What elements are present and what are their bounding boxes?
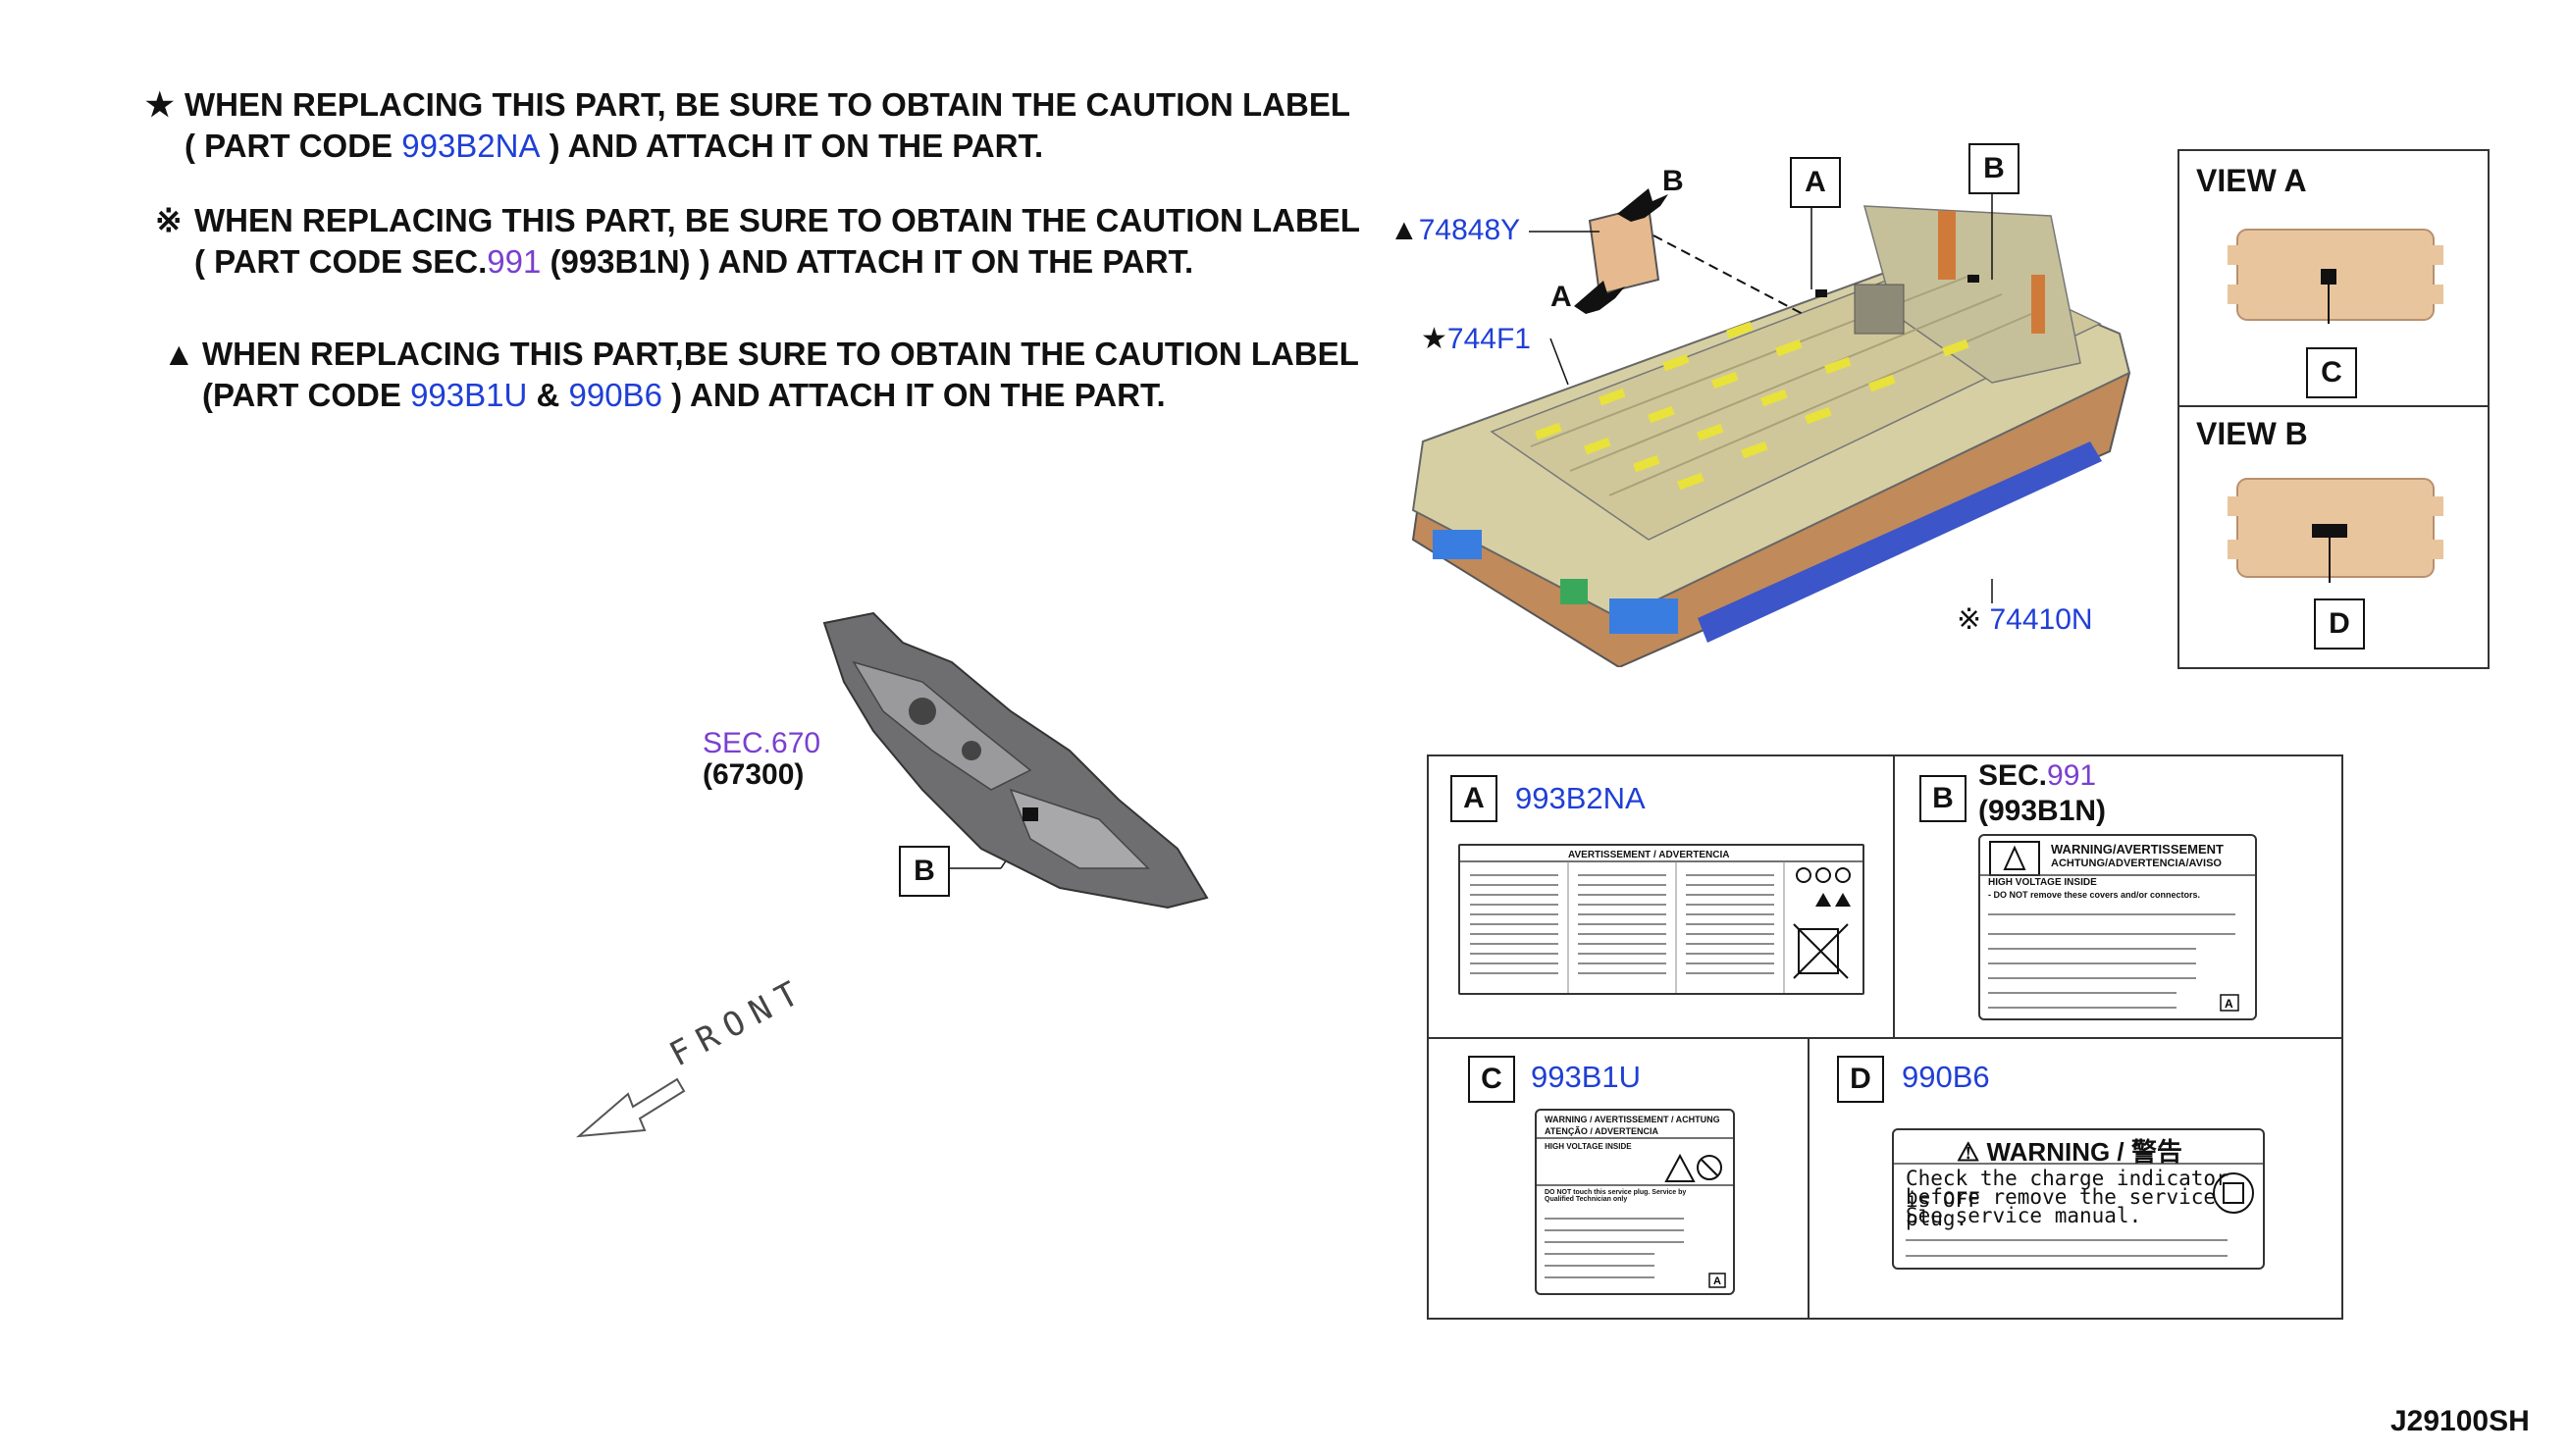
callout-74848y[interactable]: ▲74848Y xyxy=(1390,214,1521,246)
diagram-id: J29100SH xyxy=(2390,1405,2530,1437)
label-d-sheet: ⚠ WARNING / 警告 Check the charge indicato… xyxy=(1892,1128,2265,1270)
body-panel-drawing xyxy=(822,611,1209,910)
label-b-lines: A xyxy=(1980,841,2255,1012)
label-d-line2: before remove the service plug. xyxy=(1906,1185,2217,1230)
label-a-code[interactable]: 993B2NA xyxy=(1515,781,1646,815)
label-d-code[interactable]: 990B6 xyxy=(1902,1060,1990,1094)
label-d-lines xyxy=(1894,1163,2263,1257)
label-a-sheet: AVERTISSEMENT / ADVERTENCIA xyxy=(1458,844,1864,995)
label-c-header2: ATENÇÃO / ADVERTENCIA xyxy=(1545,1126,1659,1136)
box-label-d: D xyxy=(2314,598,2365,650)
label-panel-b-key: B xyxy=(1919,775,1967,822)
label-a-lines xyxy=(1460,860,1862,993)
triangle-icon: ▲ xyxy=(163,336,195,372)
note-reference: ※WHEN REPLACING THIS PART, BE SURE TO OB… xyxy=(155,202,1361,280)
label-b-code: (993B1N) xyxy=(1978,795,2107,827)
svg-text:A: A xyxy=(1713,1275,1721,1287)
star-icon: ★ xyxy=(1421,323,1447,355)
reference-mark-icon: ※ xyxy=(1957,603,1982,636)
box-label-b: B xyxy=(1968,143,2019,194)
label-a-header: AVERTISSEMENT / ADVERTENCIA xyxy=(1568,850,1730,860)
view-a-cover xyxy=(2228,229,2443,324)
label-d-line3: See service manual. xyxy=(1906,1204,2142,1227)
battery-pack-drawing xyxy=(1411,205,2131,667)
label-b-sec[interactable]: SEC.991 xyxy=(1978,759,2097,792)
label-c-line: DO NOT touch this service plug. Service … xyxy=(1545,1189,1687,1203)
label-b-sheet: WARNING/AVERTISSEMENT ACHTUNG/ADVERTENCI… xyxy=(1978,834,2257,1020)
part-code[interactable]: 990B6 xyxy=(568,377,662,413)
part-code[interactable]: 993B1U xyxy=(410,377,528,413)
view-b-cover xyxy=(2228,478,2443,583)
arrow-label-b: B xyxy=(1662,165,1684,197)
warning-triangle-icon: ⚠ xyxy=(1957,1137,1980,1167)
label-panel-c-key: C xyxy=(1468,1056,1515,1103)
note-star: ★WHEN REPLACING THIS PART, BE SURE TO OB… xyxy=(145,86,1351,164)
box-label-a: A xyxy=(1790,157,1841,208)
label-c-header: WARNING / AVERTISSEMENT / ACHTUNG xyxy=(1545,1115,1720,1124)
note-triangle: ▲WHEN REPLACING THIS PART,BE SURE TO OBT… xyxy=(163,336,1359,413)
label-b-sub: HIGH VOLTAGE INSIDE xyxy=(1988,877,2097,888)
star-icon: ★ xyxy=(145,86,175,123)
label-b-header2: ACHTUNG/ADVERTENCIA/AVISO xyxy=(2051,858,2222,869)
label-d-line1: Check the charge indicator is OFF xyxy=(1906,1167,2229,1212)
sec-link[interactable]: 991 xyxy=(487,243,542,280)
callout-sec-670[interactable]: SEC.670 (67300) xyxy=(703,727,821,791)
reference-mark-icon: ※ xyxy=(155,202,183,238)
view-b-title: VIEW B xyxy=(2196,416,2308,451)
part-code[interactable]: 993B2NA xyxy=(401,128,541,164)
view-a-title: VIEW A xyxy=(2196,163,2307,198)
svg-text:A: A xyxy=(2225,997,2233,1011)
label-panel-a-key: A xyxy=(1450,775,1497,822)
callout-74410n[interactable]: ※ 74410N xyxy=(1957,603,2093,636)
callout-744f1[interactable]: ★744F1 xyxy=(1421,323,1531,355)
label-b-header: WARNING/AVERTISSEMENT xyxy=(2051,842,2224,857)
label-b-line: - DO NOT remove these covers and/or conn… xyxy=(1988,890,2201,900)
label-c-sub: HIGH VOLTAGE INSIDE xyxy=(1545,1142,1632,1151)
box-label-c: C xyxy=(2306,347,2357,398)
triangle-icon: ▲ xyxy=(1390,214,1419,246)
label-c-code[interactable]: 993B1U xyxy=(1531,1060,1642,1094)
arrow-label-a: A xyxy=(1550,281,1572,313)
label-panel-d-key: D xyxy=(1837,1056,1884,1103)
box-label-b-body: B xyxy=(899,846,950,897)
label-c-lines: A xyxy=(1537,1137,1733,1288)
label-c-sheet: WARNING / AVERTISSEMENT / ACHTUNG ATENÇÃ… xyxy=(1535,1109,1735,1295)
label-d-title: ⚠ WARNING / 警告 xyxy=(1957,1137,2182,1167)
